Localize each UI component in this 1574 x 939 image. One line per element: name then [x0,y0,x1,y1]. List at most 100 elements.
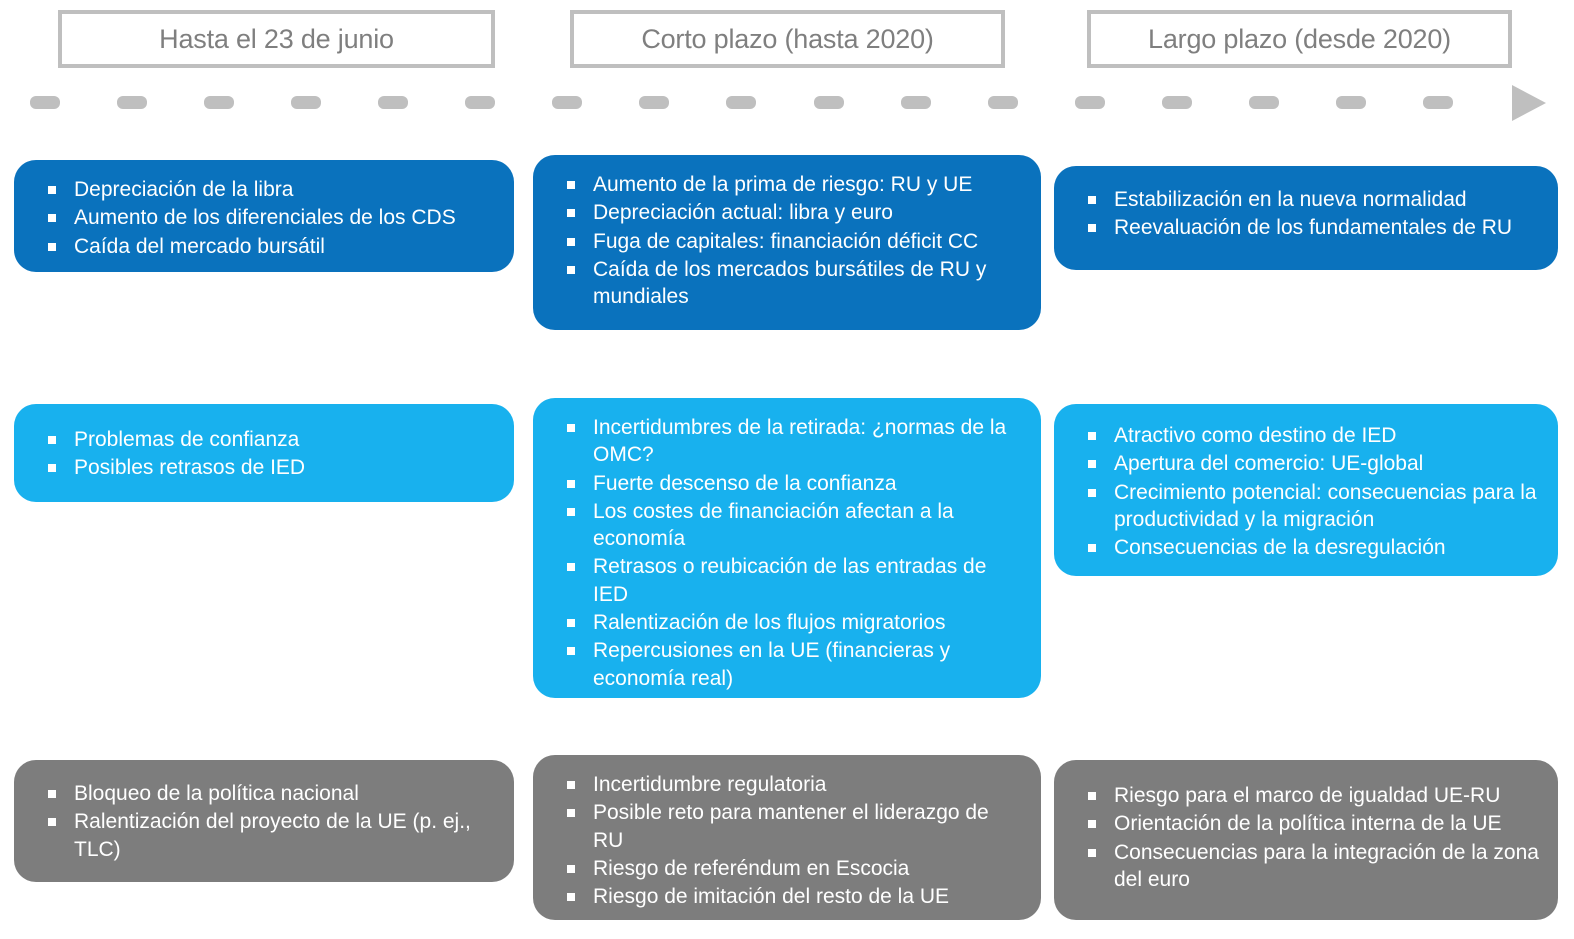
list-item-label: Reevaluación de los fundamentales de RU [1114,216,1513,240]
list-item: Apertura del comercio: UE-global [1082,450,1540,477]
phase-label: Largo plazo (desde 2020) [1148,23,1451,54]
card-financial-hasta-junio: Depreciación de la libra Aumento de los … [14,160,514,272]
timeline-dash [1075,96,1105,109]
square-bullet-icon [567,781,575,789]
square-bullet-icon [567,563,575,572]
square-bullet-icon [567,181,575,189]
list-item-label: Caída de los mercados bursátiles de RU y… [593,257,987,309]
square-bullet-icon [48,818,56,827]
list-item-label: Ralentización de los flujos migratorios [593,611,946,635]
bullet-list: Estabilización en la nueva normalidad Re… [1082,186,1540,242]
list-item-label: Consecuencias para la integración de la … [1114,840,1539,891]
timeline-dash [30,96,60,109]
square-bullet-icon [567,424,575,432]
list-item-label: Incertidumbre regulatoria [593,773,827,796]
list-item-label: Fuerte descenso de la confianza [593,471,897,495]
bullet-list: Riesgo para el marco de igualdad UE-RU O… [1082,782,1540,893]
list-item: Riesgo de imitación del resto de la UE [561,883,1023,910]
square-bullet-icon [1088,460,1096,469]
square-bullet-icon [567,864,575,873]
list-item-label: Aumento de los diferenciales de los CDS [74,206,456,230]
list-item: Riesgo de referéndum en Escocia [561,855,1023,882]
square-bullet-icon [567,479,575,488]
square-bullet-icon [567,507,575,516]
list-item: Fuga de capitales: financiación déficit … [561,228,1023,255]
square-bullet-icon [1088,224,1096,233]
card-politics-corto-plazo: Incertidumbre regulatoria Posible reto p… [533,755,1041,920]
list-item-label: Ralentización del proyecto de la UE (p. … [74,810,471,861]
bullet-list: Atractivo como destino de IED Apertura d… [1082,422,1540,561]
list-item-label: Depreciación actual: libra y euro [593,201,893,225]
timeline-dash [1423,96,1453,109]
list-item-label: Aumento de la prima de riesgo: RU y UE [593,173,973,196]
list-item-label: Consecuencias de la desregulación [1114,536,1446,560]
square-bullet-icon [1088,432,1096,440]
list-item-label: Posible reto para mantener el liderazgo … [593,801,989,852]
square-bullet-icon [48,186,56,194]
square-bullet-icon [48,214,56,223]
timeline-dash [117,96,147,109]
square-bullet-icon [1088,792,1096,800]
list-item-label: Depreciación de la libra [74,178,294,201]
card-economy-largo-plazo: Atractivo como destino de IED Apertura d… [1054,404,1558,576]
timeline-dash [901,96,931,109]
square-bullet-icon [1088,488,1096,497]
phase-box-largo-plazo: Largo plazo (desde 2020) [1087,10,1512,68]
timeline-dashed-track [30,96,1510,109]
timeline-dash [726,96,756,109]
bullet-list: Depreciación de la libra Aumento de los … [42,176,496,260]
timeline-dash [814,96,844,109]
phase-label: Corto plazo (hasta 2020) [641,23,934,54]
square-bullet-icon [567,893,575,902]
list-item: Bloqueo de la política nacional [42,780,496,807]
list-item-label: Riesgo para el marco de igualdad UE-RU [1114,784,1501,807]
timeline-dash [204,96,234,109]
list-item: Posible reto para mantener el liderazgo … [561,799,1023,854]
square-bullet-icon [48,790,56,798]
card-politics-largo-plazo: Riesgo para el marco de igualdad UE-RU O… [1054,760,1558,920]
card-economy-hasta-junio: Problemas de confianza Posibles retrasos… [14,404,514,502]
square-bullet-icon [48,242,56,251]
bullet-list: Bloqueo de la política nacional Ralentiz… [42,780,496,863]
square-bullet-icon [1088,820,1096,829]
timeline-dash [291,96,321,109]
list-item-label: Problemas de confianza [74,428,300,451]
list-item-label: Atractivo como destino de IED [1114,424,1397,447]
timeline-dash [988,96,1018,109]
list-item-label: Incertidumbres de la retirada: ¿normas d… [593,416,1007,467]
timeline-dash [552,96,582,109]
square-bullet-icon [1088,196,1096,204]
list-item-label: Fuga de capitales: financiación déficit … [593,229,979,253]
timeline-dash [1336,96,1366,109]
list-item: Riesgo para el marco de igualdad UE-RU [1082,782,1540,809]
square-bullet-icon [567,809,575,818]
square-bullet-icon [567,647,575,656]
list-item-label: Estabilización en la nueva normalidad [1114,188,1467,211]
list-item-label: Retrasos o reubicación de las entradas d… [593,555,987,606]
list-item-label: Apertura del comercio: UE-global [1114,452,1424,476]
card-financial-corto-plazo: Aumento de la prima de riesgo: RU y UE D… [533,155,1041,330]
bullet-list: Aumento de la prima de riesgo: RU y UE D… [561,171,1023,310]
list-item-label: Bloqueo de la política nacional [74,782,359,805]
phase-label: Hasta el 23 de junio [159,23,394,54]
list-item-label: Caída del mercado bursátil [74,234,325,258]
list-item: Repercusiones en la UE (financieras y ec… [561,637,1023,692]
list-item-label: Riesgo de referéndum en Escocia [593,856,910,880]
list-item: Consecuencias para la integración de la … [1082,839,1540,894]
list-item-label: Orientación de la política interna de la… [1114,812,1502,836]
list-item: Reevaluación de los fundamentales de RU [1082,214,1540,241]
list-item-label: Repercusiones en la UE (financieras y ec… [593,639,951,690]
square-bullet-icon [567,209,575,218]
square-bullet-icon [567,237,575,246]
list-item: Depreciación actual: libra y euro [561,199,1023,226]
list-item: Atractivo como destino de IED [1082,422,1540,449]
square-bullet-icon [1088,848,1096,857]
bullet-list: Incertidumbres de la retirada: ¿normas d… [561,414,1023,692]
list-item: Caída del mercado bursátil [42,233,496,260]
list-item: Fuerte descenso de la confianza [561,470,1023,497]
square-bullet-icon [567,619,575,628]
card-financial-largo-plazo: Estabilización en la nueva normalidad Re… [1054,166,1558,270]
list-item: Orientación de la política interna de la… [1082,810,1540,837]
list-item: Estabilización en la nueva normalidad [1082,186,1540,213]
